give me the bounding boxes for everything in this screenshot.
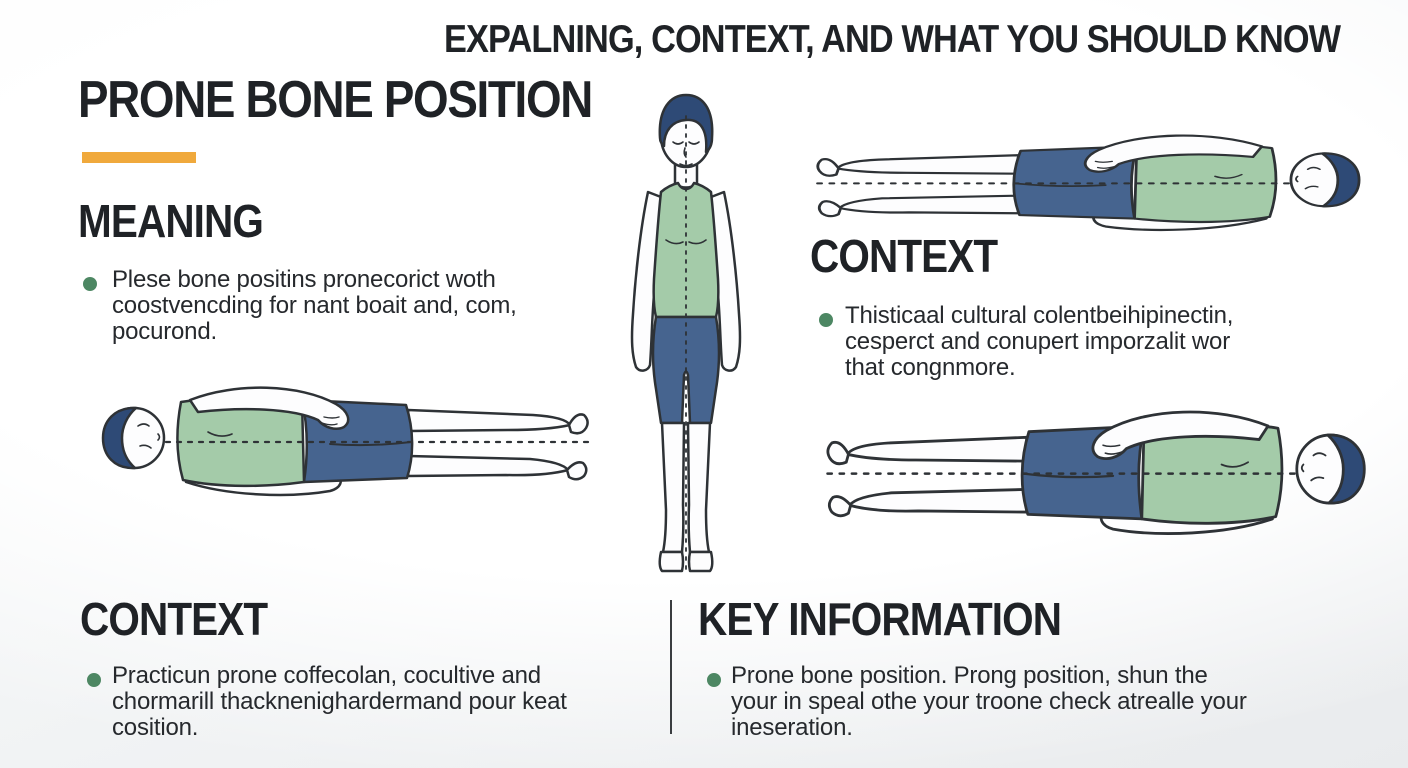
main-title: PRONE BONE POSITION [78,71,593,129]
accent-underline-bar [82,152,196,163]
lying-figure-head-right-arm-bent [826,410,1366,535]
bullet-icon [819,313,833,327]
page-title: EXPALNING, CONTEXT, AND WHAT YOU SHOULD … [444,18,1341,61]
context-right-heading: CONTEXT [810,230,998,282]
bullet-icon [707,673,721,687]
context-right-bullet-text: Thisticaal cultural colentbeihipinectin,… [845,302,1234,381]
meaning-bullet-text: Plese bone positins pronecorict woth coo… [112,266,517,345]
bullet-icon [83,277,97,291]
key-information-heading: KEY INFORMATION [698,593,1062,645]
vertical-divider [670,600,672,734]
lying-figure-head-right [815,134,1361,232]
bullet-icon [87,673,101,687]
context-bottom-heading: CONTEXT [80,593,268,645]
lying-figure-head-left [101,386,590,497]
meaning-heading: MEANING [78,195,264,247]
standing-figure-front-view [630,93,742,573]
context-bottom-bullet-text: Practicun prone coffecolan, cocultive an… [112,662,567,741]
key-information-bullet-text: Prone bone position. Prong position, shu… [731,662,1247,741]
